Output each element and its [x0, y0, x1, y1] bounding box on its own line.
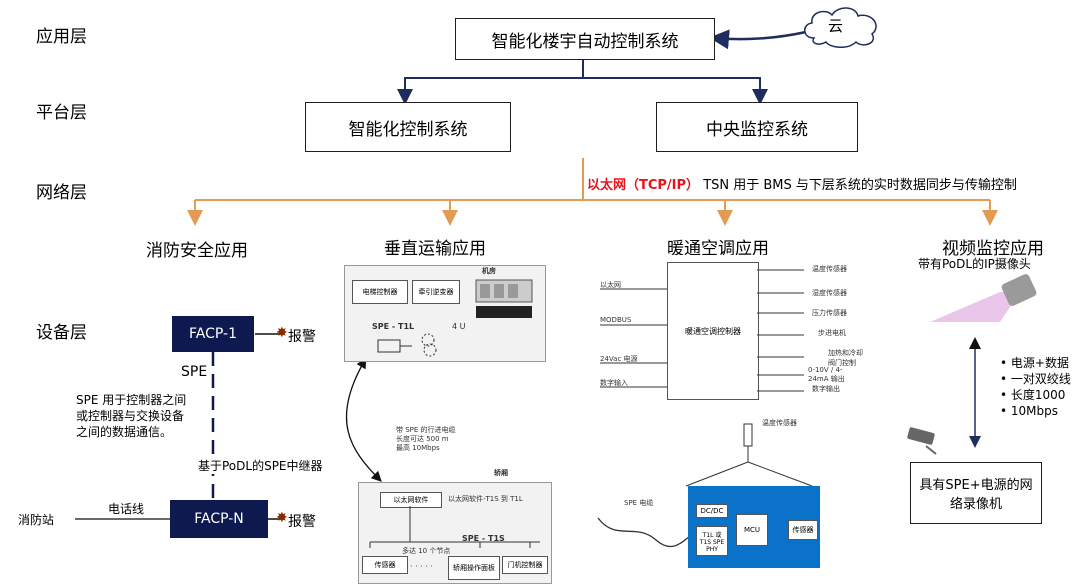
camera-icon — [930, 274, 1037, 322]
layer-network: 网络层 — [36, 183, 87, 203]
app-video: 视频监控应用 — [942, 239, 1044, 259]
app-fire: 消防安全应用 — [146, 241, 248, 261]
video-bullet: 长度1000 — [1000, 387, 1071, 403]
phone-line-label: 电话线 — [108, 502, 145, 516]
hvac-controller-box: 暖通空调控制器 — [667, 262, 759, 400]
cloud-icon — [804, 7, 877, 48]
hvac-right-5: 0-10V / 4-24mA 输出 — [808, 366, 845, 383]
platform-left-box: 智能化控制系统 — [305, 102, 511, 152]
hvac-right-2: 压力传感器 — [812, 309, 847, 317]
mcu-box: MCU — [736, 514, 768, 546]
facp-n: FACP-N — [170, 500, 268, 538]
spe-t1l-label: SPE - T1L — [372, 322, 415, 331]
layer-platform: 平台层 — [36, 103, 87, 123]
network-highlight: 以太网（TCP/IP） — [587, 178, 700, 193]
door-controller-box: 门机控制器 — [502, 556, 548, 574]
hvac-left-0: 以太网 — [600, 281, 621, 289]
network-label: 以太网（TCP/IP） TSN 用于 BMS 与下层系统的实时数据同步与传输控制 — [587, 174, 1017, 193]
video-bullets: 电源+数据 一对双绞线 长度1000 10Mbps — [1000, 355, 1071, 419]
hvac-left-3: 数字输入 — [600, 379, 628, 387]
t1s-to-t1l-label: 以太网软件-T1S 到 T1L — [448, 495, 523, 503]
car-label: 轿厢 — [494, 469, 508, 477]
phy-box: T1L 或 T1S SPE PHY — [696, 526, 728, 556]
repeater-label: 基于PoDL的SPE中继器 — [198, 457, 323, 474]
car-panel-box: 轿厢操作面板 — [448, 556, 500, 580]
hvac-right-3: 步进电机 — [818, 329, 846, 337]
alarm-icon: ✸ — [276, 325, 288, 341]
motor-equipment-icon — [475, 279, 533, 318]
app-hvac: 暖通空调应用 — [667, 239, 769, 259]
video-bullet: 电源+数据 — [1000, 355, 1071, 371]
network-text: TSN 用于 BMS 与下层系统的实时数据同步与传输控制 — [699, 178, 1017, 193]
video-bullet: 10Mbps — [1000, 403, 1071, 419]
hvac-right-4: 加热和冷却阀门控制 — [828, 349, 863, 367]
connector-top-platform — [404, 58, 761, 100]
traction-inverter-box: 牵引逆变器 — [412, 280, 460, 304]
layer-device: 设备层 — [36, 323, 87, 343]
hvac-left-2: 24Vac 电源 — [600, 355, 638, 363]
hvac-lower-lines — [597, 423, 813, 548]
sensor-box: 传感器 — [788, 520, 818, 540]
dcdc-box: DC/DC — [696, 504, 728, 518]
alarm-icon: ✸ — [276, 510, 288, 526]
cable-connector-icon — [377, 333, 437, 357]
nvr-box: 具有SPE+电源的网络录像机 — [910, 462, 1042, 524]
elevator-controller-box: 电梯控制器 — [352, 280, 408, 304]
spe-t1s-label: SPE - T1S — [462, 534, 505, 543]
traveling-cable — [345, 357, 382, 482]
alarm-label-2: 报警 — [288, 514, 316, 530]
alarm-label-1: 报警 — [288, 329, 316, 345]
hvac-right-6: 数字输出 — [812, 385, 840, 393]
car-dots: · · · · · — [410, 562, 433, 571]
spe-cable-label: SPE 电缆 — [624, 499, 654, 507]
hvac-lines — [600, 269, 804, 392]
hvac-right-1: 湿度传感器 — [812, 289, 847, 297]
hvac-left-1: MODBUS — [600, 316, 632, 324]
car-sensor-box: 传感器 — [362, 556, 408, 574]
nodes-label: 多达 10 个节点 — [402, 547, 451, 555]
cctv-camera-icon — [907, 427, 937, 455]
temp-sensor-label: 温度传感器 — [762, 419, 797, 427]
ethernet-sw-box: 以太网软件 — [380, 492, 442, 508]
4u-label: 4 U — [452, 322, 466, 331]
connector-cloud — [709, 29, 807, 50]
app-elevator: 垂直运输应用 — [384, 239, 486, 259]
layer-app: 应用层 — [36, 27, 87, 47]
fire-station-label: 消防站 — [18, 513, 55, 527]
hvac-right-0: 温度传感器 — [812, 265, 847, 273]
traveling-cable-note: 带 SPE 的行进电缆 长度可达 500 m 最高 10Mbps — [396, 426, 456, 452]
machine-room-label: 机房 — [482, 267, 496, 275]
car-bus-lines — [369, 506, 540, 548]
spe-note: SPE 用于控制器之间或控制器与交换设备之间的数据通信。 — [76, 393, 187, 439]
camera-label: 带有PoDL的IP摄像头 — [918, 257, 1031, 271]
cloud-label: 云 — [828, 17, 844, 35]
spe-label: SPE — [181, 364, 208, 380]
platform-right-box: 中央监控系统 — [656, 102, 858, 152]
facp-1: FACP-1 — [172, 316, 254, 352]
video-bullet: 一对双绞线 — [1000, 371, 1071, 387]
top-system-box: 智能化楼宇自动控制系统 — [455, 18, 715, 60]
